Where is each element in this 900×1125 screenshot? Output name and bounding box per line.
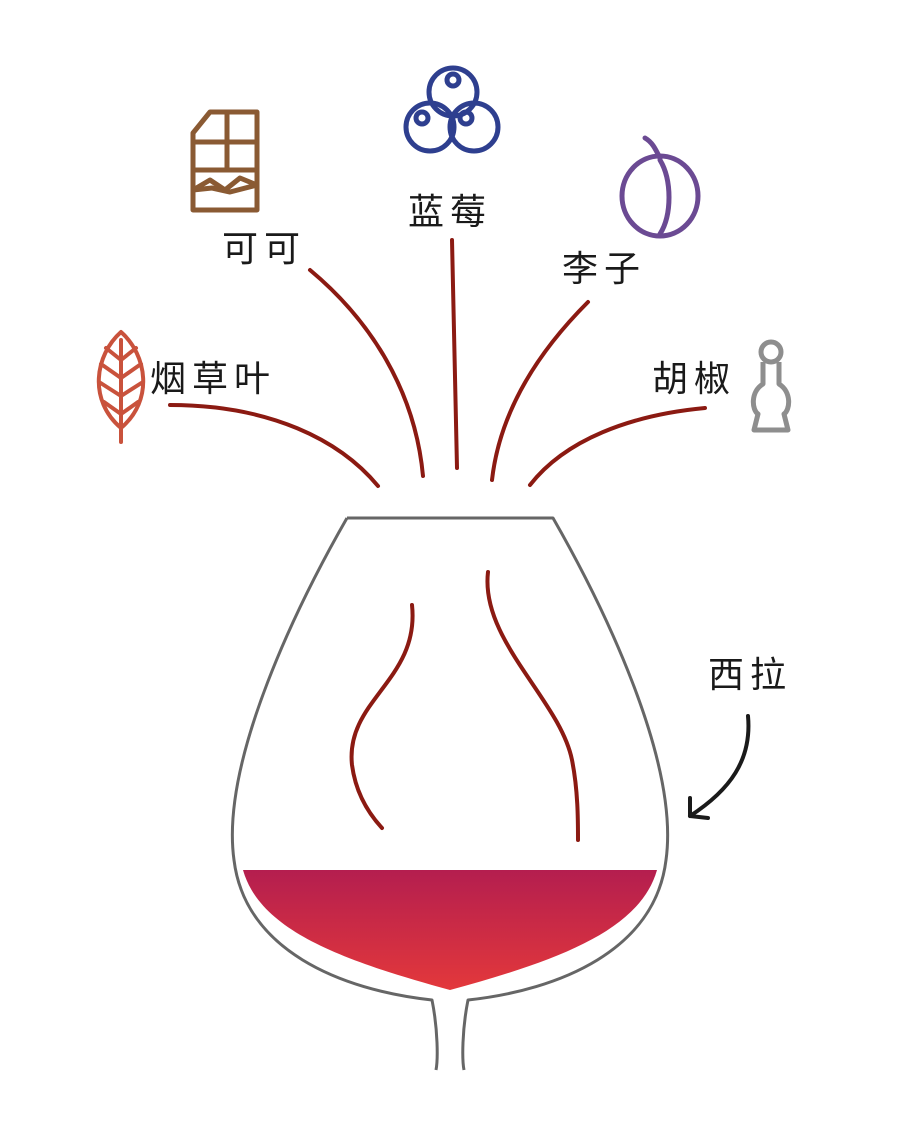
aroma-label-cocoa: 可可 [222,232,306,268]
grape-label: 西拉 [708,658,792,694]
glass-swirls [352,572,578,840]
arrow-icon [690,716,748,818]
wine-fill [243,870,657,990]
plum-icon [622,138,698,236]
leaf-icon [99,332,143,442]
aroma-line-tobacco [170,405,378,486]
aroma-label-pepper: 胡椒 [652,362,736,398]
pepper-grinder-icon [753,342,788,430]
aroma-label-plum: 李子 [562,252,646,288]
aroma-line-plum [492,302,588,480]
blueberries-icon [406,68,498,151]
aroma-label-tobacco: 烟草叶 [150,362,276,398]
aroma-line-pepper [530,408,705,485]
aroma-line-blueberry [452,240,457,468]
chocolate-bar-icon [193,112,257,210]
aroma-label-blueberry: 蓝莓 [408,195,492,231]
